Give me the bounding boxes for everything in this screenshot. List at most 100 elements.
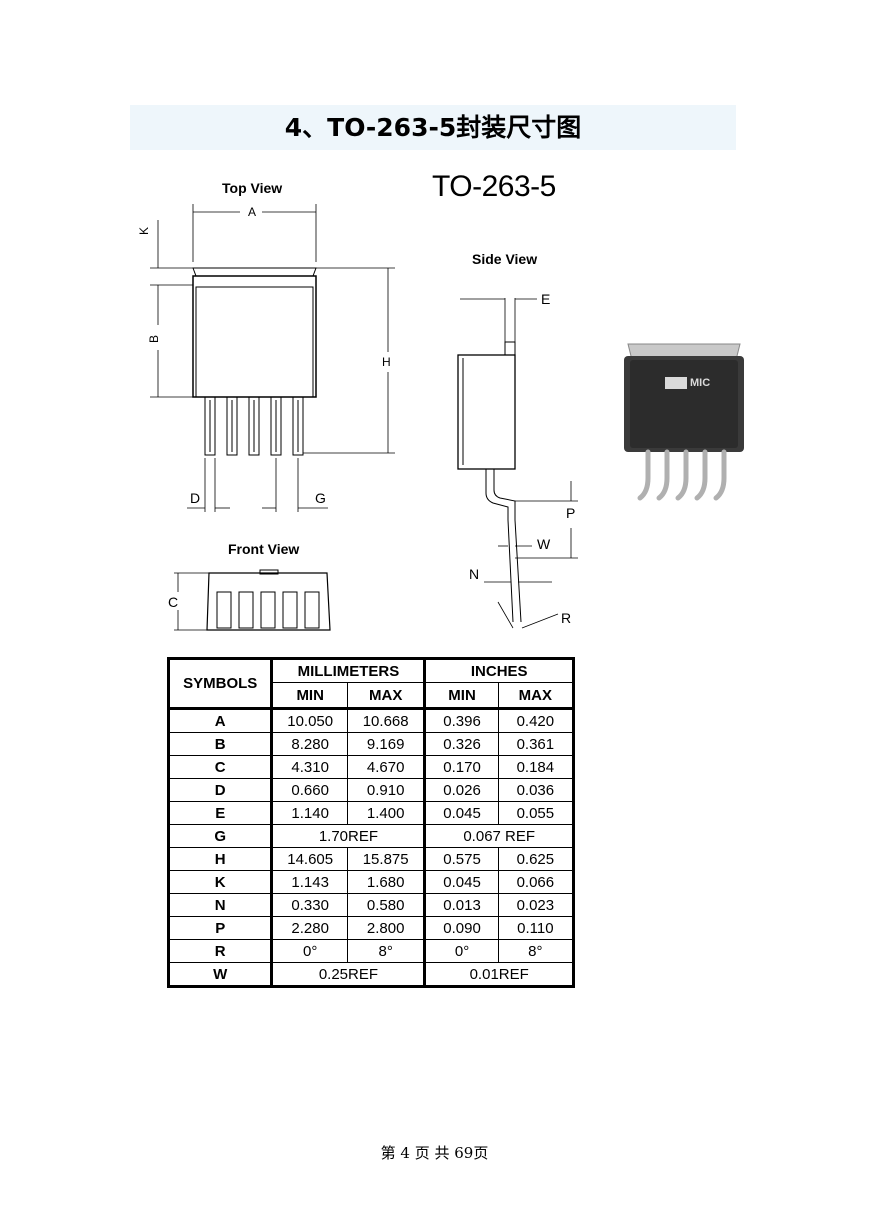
in-max-cell: 0.023 xyxy=(497,893,575,917)
symbol-cell: D xyxy=(167,778,274,802)
mm-max-cell: 0.910 xyxy=(346,778,427,802)
mm-min-cell: 2.280 xyxy=(271,916,348,940)
mm-max-header: MAX xyxy=(346,682,427,710)
dim-label-w: W xyxy=(537,536,551,552)
side-view-label: Side View xyxy=(472,251,538,267)
side-view-outline xyxy=(457,341,522,623)
symbol-cell: N xyxy=(167,893,274,917)
in-min-cell: 0° xyxy=(424,939,499,963)
in-max-cell: 0.066 xyxy=(497,870,575,894)
dim-label-d: D xyxy=(190,490,201,506)
dim-label-b: B xyxy=(147,334,162,344)
in-min-cell: 0.045 xyxy=(424,801,499,825)
mm-min-header: MIN xyxy=(271,682,348,710)
symbol-cell: P xyxy=(167,916,274,940)
mm-min-cell: 10.050 xyxy=(271,708,348,733)
mm-max-cell: 0.580 xyxy=(346,893,427,917)
dim-label-k: K xyxy=(137,226,152,236)
front-view-label: Front View xyxy=(228,541,300,557)
mm-ref-cell: 1.70REF xyxy=(271,824,427,848)
symbol-cell: B xyxy=(167,732,274,756)
mm-max-cell: 10.668 xyxy=(346,708,427,733)
in-max-cell: 0.055 xyxy=(497,801,575,825)
top-view-label: Top View xyxy=(222,180,283,196)
in-max-cell: 0.361 xyxy=(497,732,575,756)
in-max-header: MAX xyxy=(497,682,575,710)
mm-min-cell: 0.330 xyxy=(271,893,348,917)
in-max-cell: 0.110 xyxy=(497,916,575,940)
in-ref-cell: 0.067 REF xyxy=(424,824,574,848)
side-view-dimension-lines xyxy=(460,298,578,629)
chip-marking: MIC xyxy=(690,377,711,389)
mm-min-cell: 0.660 xyxy=(271,778,348,802)
symbol-cell: R xyxy=(167,939,274,963)
symbols-header: SYMBOLS xyxy=(167,658,274,710)
symbol-cell: E xyxy=(167,801,274,825)
dim-label-e: E xyxy=(541,291,551,307)
in-max-cell: 8° xyxy=(497,939,575,963)
in-min-cell: 0.013 xyxy=(424,893,499,917)
in-ref-cell: 0.01REF xyxy=(424,962,574,987)
mm-max-cell: 15.875 xyxy=(346,847,427,871)
mm-max-cell: 4.670 xyxy=(346,755,427,779)
dim-label-c: C xyxy=(168,594,179,610)
dim-label-r: R xyxy=(561,610,572,626)
dim-label-p: P xyxy=(566,505,576,521)
mm-min-cell: 8.280 xyxy=(271,732,348,756)
mm-max-cell: 1.680 xyxy=(346,870,427,894)
mm-min-cell: 14.605 xyxy=(271,847,348,871)
package-title: TO-263-5 xyxy=(432,170,556,203)
symbol-cell: H xyxy=(167,847,274,871)
top-view-dimension-lines xyxy=(150,204,395,512)
in-min-cell: 0.026 xyxy=(424,778,499,802)
dim-label-n: N xyxy=(469,566,480,582)
mm-min-cell: 0° xyxy=(271,939,348,963)
symbol-cell: G xyxy=(167,824,274,848)
dim-label-h: H xyxy=(382,355,391,369)
symbol-cell: C xyxy=(167,755,274,779)
millimeters-header: MILLIMETERS xyxy=(271,658,427,683)
in-min-cell: 0.396 xyxy=(424,708,499,733)
in-max-cell: 0.625 xyxy=(497,847,575,871)
in-max-cell: 0.420 xyxy=(497,708,575,733)
in-min-header: MIN xyxy=(424,682,499,710)
in-min-cell: 0.090 xyxy=(424,916,499,940)
mm-min-cell: 1.143 xyxy=(271,870,348,894)
chip-photo xyxy=(624,343,744,501)
mm-max-cell: 1.400 xyxy=(346,801,427,825)
mm-ref-cell: 0.25REF xyxy=(271,962,427,987)
in-min-cell: 0.045 xyxy=(424,870,499,894)
mm-max-cell: 2.800 xyxy=(346,916,427,940)
page-heading: 4、TO-263-5封装尺寸图 xyxy=(284,113,582,142)
mm-min-cell: 1.140 xyxy=(271,801,348,825)
in-min-cell: 0.575 xyxy=(424,847,499,871)
dim-label-a: A xyxy=(248,205,257,219)
inches-header: INCHES xyxy=(424,658,574,683)
page-footer: 第 4 页 共 69页 xyxy=(380,1144,489,1162)
mm-min-cell: 4.310 xyxy=(271,755,348,779)
symbol-cell: A xyxy=(167,708,274,733)
in-max-cell: 0.036 xyxy=(497,778,575,802)
top-view-outline xyxy=(192,267,317,456)
package-drawing xyxy=(150,204,744,631)
symbol-cell: K xyxy=(167,870,274,894)
in-min-cell: 0.170 xyxy=(424,755,499,779)
heading-band xyxy=(130,105,736,150)
mm-max-cell: 9.169 xyxy=(346,732,427,756)
mm-max-cell: 8° xyxy=(346,939,427,963)
dim-label-g: G xyxy=(315,490,326,506)
in-min-cell: 0.326 xyxy=(424,732,499,756)
dimension-table: SYMBOLS MILLIMETERS INCHES MIN MAX MIN M… xyxy=(167,657,575,988)
